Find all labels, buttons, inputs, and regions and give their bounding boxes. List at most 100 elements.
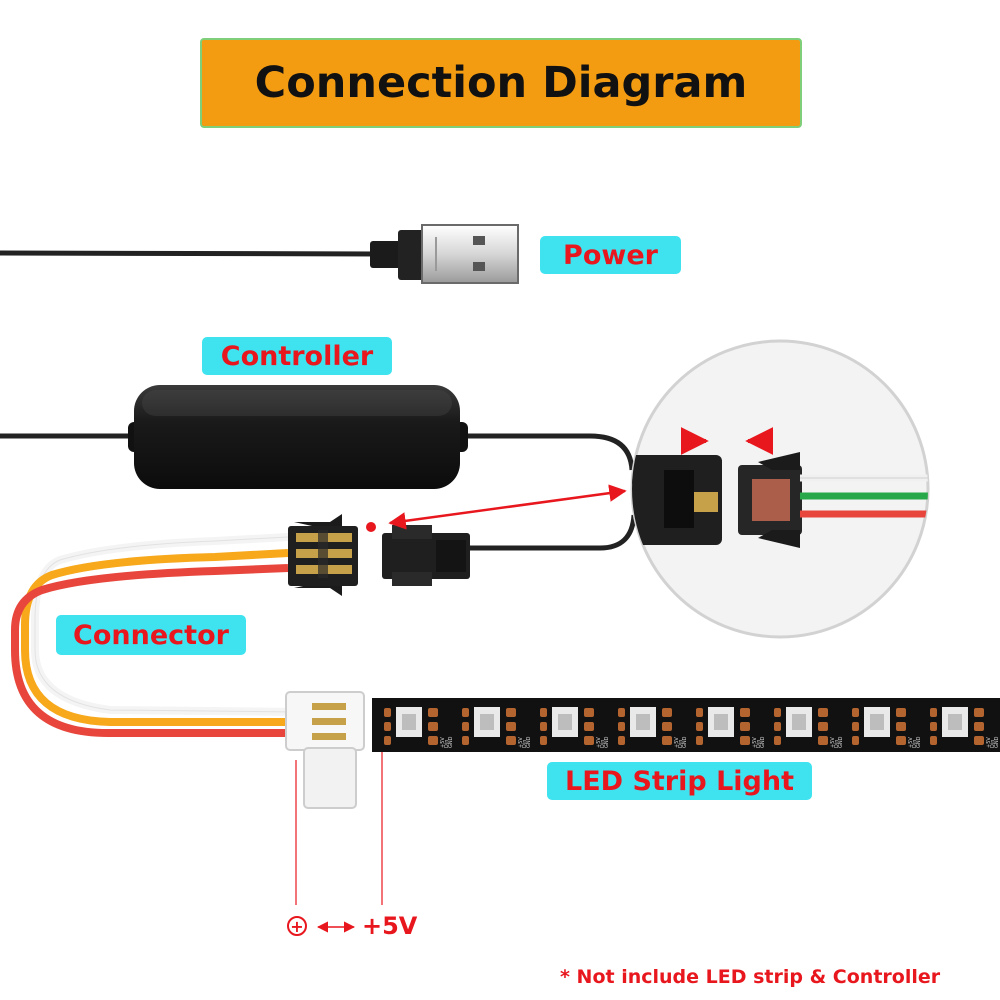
strip-clip-connector-icon: [285, 691, 383, 905]
jst-female-connector-icon: [382, 525, 470, 586]
strip-pad-label: +5V: [596, 737, 602, 748]
strip-pad: [696, 708, 703, 717]
strip-pad: [662, 736, 672, 745]
strip-pad: [852, 708, 859, 717]
jst-male-connector-icon: [288, 514, 358, 596]
led-chip-core: [948, 714, 962, 730]
controller-box-icon: [128, 385, 468, 489]
junction-dot: [366, 522, 376, 532]
strip-pad: [740, 708, 750, 717]
strip-pad: [584, 722, 594, 731]
strip-pad: [818, 708, 828, 717]
strip-pad-label: Din: [600, 740, 606, 748]
strip-pad-label: Din: [756, 740, 762, 748]
strip-pad-label: GND: [838, 736, 844, 748]
strip-pad: [618, 722, 625, 731]
plus-circle-icon: [287, 916, 307, 936]
strip-pad-label: GND: [916, 736, 922, 748]
strip-pad: [428, 736, 438, 745]
strip-pad: [930, 722, 937, 731]
strip-pad: [696, 736, 703, 745]
strip-pad: [818, 722, 828, 731]
led-chip-core: [480, 714, 494, 730]
strip-pad: [852, 722, 859, 731]
strip-pad: [662, 722, 672, 731]
strip-pad-label: +5V: [752, 737, 758, 748]
strip-pad: [384, 722, 391, 731]
strip-pad-label: +5V: [674, 737, 680, 748]
strip-pad: [462, 722, 469, 731]
strip-pad-label: Din: [444, 740, 450, 748]
strip-pad-label: +5V: [986, 737, 992, 748]
controller-cable: [0, 385, 637, 551]
strip-pad-label: GND: [526, 736, 532, 748]
strip-pad-label: GND: [604, 736, 610, 748]
three-wire-cable: [11, 533, 299, 738]
led-chip-core: [402, 714, 416, 730]
power-label: Power: [540, 236, 681, 274]
strip-pad: [662, 708, 672, 717]
led-chip-core: [870, 714, 884, 730]
strip-pad: [896, 722, 906, 731]
strip-pad-label: Din: [834, 740, 840, 748]
direction-arrow-icon: [388, 484, 627, 530]
strip-pad: [584, 736, 594, 745]
led-strip-label: LED Strip Light: [547, 762, 812, 800]
strip-pad: [584, 708, 594, 717]
plus-symbol: +: [290, 917, 303, 936]
strip-pad: [428, 708, 438, 717]
strip-pad-label: GND: [448, 736, 454, 748]
strip-pad-label: Din: [912, 740, 918, 748]
strip-pad: [540, 722, 547, 731]
strip-pad: [506, 708, 516, 717]
strip-pad: [540, 708, 547, 717]
led-chip-core: [792, 714, 806, 730]
strip-pad: [818, 736, 828, 745]
strip-pad-label: +5V: [518, 737, 524, 748]
strip-pad: [384, 736, 391, 745]
strip-pad: [774, 736, 781, 745]
disclaimer-note: * Not include LED strip & Controller: [560, 966, 941, 988]
strip-pad: [974, 736, 984, 745]
strip-pad: [540, 736, 547, 745]
strip-pad: [618, 736, 625, 745]
connector-label: Connector: [56, 615, 246, 655]
strip-pad: [462, 708, 469, 717]
strip-pad: [896, 736, 906, 745]
led-chip-core: [558, 714, 572, 730]
led-chip-core: [714, 714, 728, 730]
strip-pad-label: +5V: [440, 737, 446, 748]
strip-pad: [506, 736, 516, 745]
strip-pad-label: Din: [522, 740, 528, 748]
led-chip-core: [636, 714, 650, 730]
strip-pad: [930, 708, 937, 717]
strip-pad: [506, 722, 516, 731]
strip-pad-label: Din: [990, 740, 996, 748]
strip-pad-label: GND: [682, 736, 688, 748]
strip-pad-label: Din: [678, 740, 684, 748]
strip-pad: [384, 708, 391, 717]
strip-pad: [852, 736, 859, 745]
magnified-connector-inset: [630, 339, 930, 639]
strip-pad: [740, 736, 750, 745]
led-strip-icon: +5VDinGND+5VDinGND+5VDinGND+5VDinGND+5VD…: [372, 698, 1000, 752]
usb-cable: [0, 224, 519, 284]
strip-pad-label: GND: [994, 736, 1000, 748]
strip-pad-label: GND: [760, 736, 766, 748]
strip-pad-label: +5V: [908, 737, 914, 748]
strip-pad: [896, 708, 906, 717]
page-title: Connection Diagram: [200, 38, 802, 128]
strip-pad: [618, 708, 625, 717]
strip-pad: [974, 708, 984, 717]
strip-pad: [428, 722, 438, 731]
voltage-label: +5V: [362, 912, 418, 940]
strip-pad-label: +5V: [830, 737, 836, 748]
strip-pad: [696, 722, 703, 731]
usb-plug-icon: [421, 224, 519, 284]
controller-label: Controller: [202, 337, 392, 375]
strip-pad: [740, 722, 750, 731]
strip-pad: [462, 736, 469, 745]
strip-pad: [774, 722, 781, 731]
strip-pad: [974, 722, 984, 731]
